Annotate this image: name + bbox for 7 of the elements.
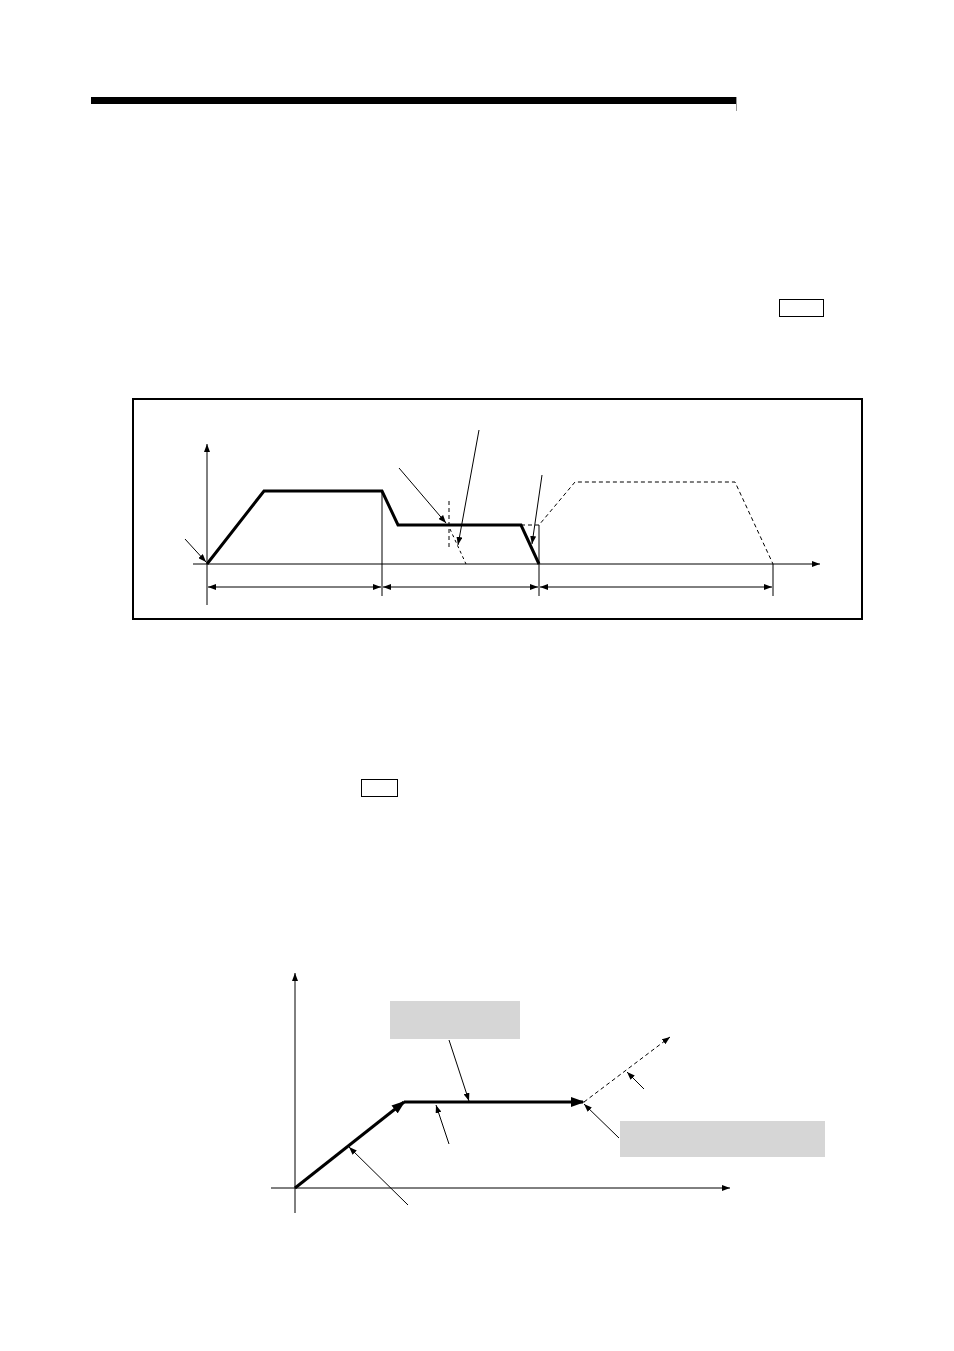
- shaded-box: [389, 1000, 521, 1040]
- leader-line: [448, 1039, 470, 1102]
- blank-box: [779, 299, 824, 317]
- blank-box: [361, 779, 398, 797]
- leader-line: [583, 1103, 620, 1139]
- figure-frame: [132, 398, 863, 620]
- shaded-box: [619, 1120, 826, 1158]
